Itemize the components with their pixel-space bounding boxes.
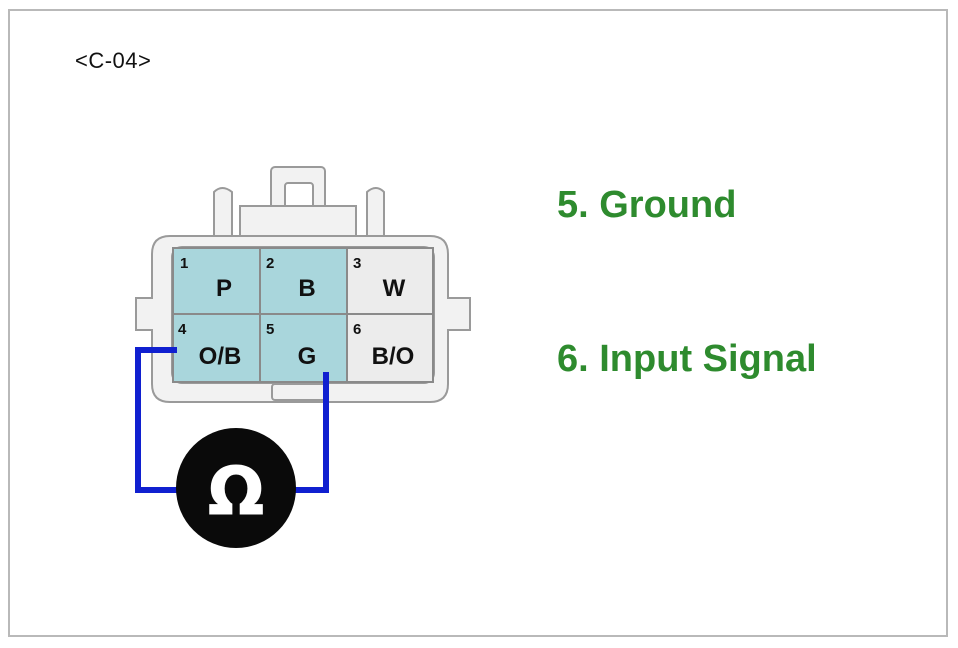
legend-input-signal: 6. Input Signal xyxy=(557,338,817,380)
pin-cavity-3 xyxy=(346,247,434,315)
pin-color-code-3: W xyxy=(383,275,406,302)
left-guide-rib xyxy=(213,187,233,240)
pin-cavities xyxy=(172,247,434,383)
legend-ground: 5. Ground xyxy=(557,184,737,226)
pin-number-1: 1 xyxy=(180,255,188,272)
ohmmeter-body xyxy=(176,428,296,548)
right-guide-rib xyxy=(366,187,385,240)
pin-number-5: 5 xyxy=(266,321,274,338)
pin-number-3: 3 xyxy=(353,255,361,272)
pin-color-code-5: G xyxy=(298,343,317,370)
probe-wire-pin-4 xyxy=(135,347,182,493)
top-shroud xyxy=(239,205,357,240)
probe-wires xyxy=(135,347,329,493)
pin-number-4: 4 xyxy=(178,321,187,338)
pin-cavity-5 xyxy=(259,313,348,383)
bottom-key xyxy=(271,383,329,401)
pin-number-6: 6 xyxy=(353,321,361,338)
pin-color-code-6: B/O xyxy=(372,343,415,370)
ohmmeter-icon: Ω xyxy=(176,428,296,548)
pin-cavity-4 xyxy=(172,313,261,383)
probe-wire-pin-5 xyxy=(290,372,329,493)
pin-cavity-6 xyxy=(346,313,434,383)
pin-color-code-4: O/B xyxy=(199,343,242,370)
pin-number-2: 2 xyxy=(266,255,274,272)
pin-color-code-2: B xyxy=(298,275,315,302)
ohm-symbol: Ω xyxy=(208,453,264,530)
pin-color-code-1: P xyxy=(216,275,232,302)
connector-id-label: <C-04> xyxy=(75,48,152,73)
